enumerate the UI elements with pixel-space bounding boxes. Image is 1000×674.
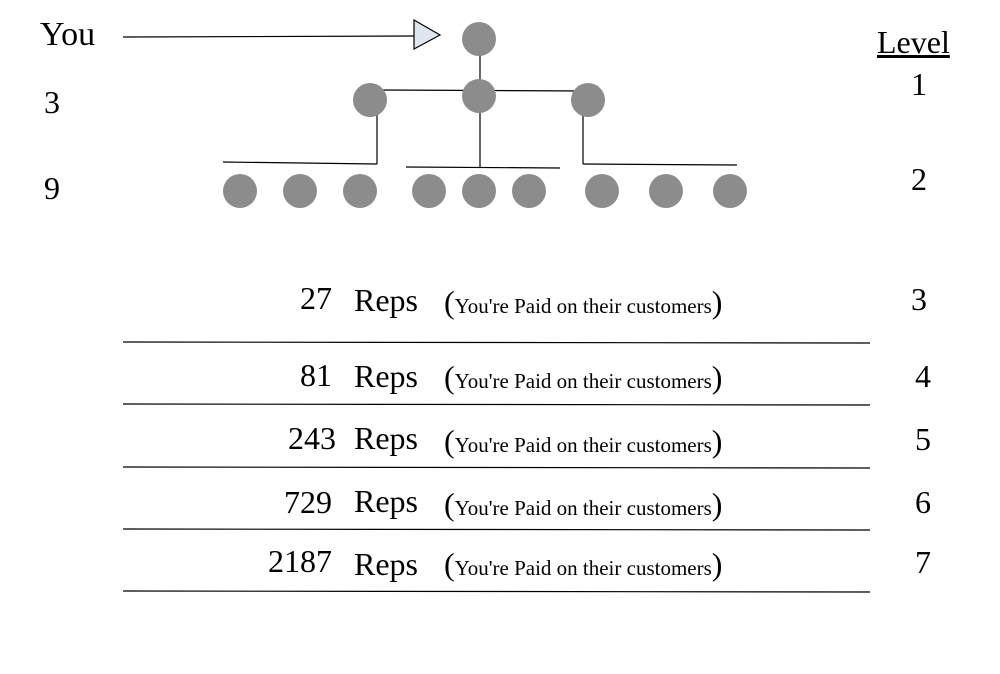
- node-level2: [585, 174, 619, 208]
- row-note: (You're Paid on their customers): [444, 486, 723, 522]
- node-level2: [649, 174, 683, 208]
- row-unit: Reps: [354, 546, 418, 582]
- row-separator: [122, 403, 871, 406]
- row-count: 729: [284, 484, 332, 520]
- node-you: [462, 22, 496, 56]
- row-note: (You're Paid on their customers): [444, 359, 723, 395]
- node-level2: [343, 174, 377, 208]
- node-level2: [223, 174, 257, 208]
- level-number-2: 2: [911, 161, 927, 197]
- row-note-text: You're Paid on their customers: [454, 294, 712, 318]
- you-arrow-head: [413, 18, 442, 51]
- row-note: (You're Paid on their customers): [444, 423, 723, 459]
- row-unit: Reps: [354, 358, 418, 394]
- level-number-1: 1: [911, 66, 927, 102]
- connector-left-bar: [222, 161, 378, 165]
- row-separator: [122, 466, 871, 469]
- left-count-level2: 9: [44, 170, 60, 206]
- row-level: 6: [915, 484, 931, 520]
- row-count: 81: [300, 357, 332, 393]
- left-count-level1: 3: [44, 84, 60, 120]
- row-level: 4: [915, 358, 931, 394]
- connector-mid-bar: [405, 166, 561, 169]
- node-level2: [713, 174, 747, 208]
- node-level1: [353, 83, 387, 117]
- row-level: 5: [915, 421, 931, 457]
- row-note-text: You're Paid on their customers: [454, 433, 712, 457]
- row-count: 2187: [268, 543, 332, 579]
- you-label: You: [40, 16, 96, 53]
- row-level: 3: [911, 281, 927, 317]
- node-level1: [462, 79, 496, 113]
- row-level: 7: [915, 544, 931, 580]
- connector-right-bar: [582, 163, 738, 166]
- row-unit: Reps: [354, 282, 418, 318]
- row-note-text: You're Paid on their customers: [454, 556, 712, 580]
- row-note-text: You're Paid on their customers: [454, 496, 712, 520]
- node-level1: [571, 83, 605, 117]
- nodes: [223, 22, 747, 208]
- row-unit: Reps: [354, 420, 418, 456]
- row-separator: [122, 341, 871, 344]
- row-separators: [122, 341, 871, 593]
- row-unit: Reps: [354, 483, 418, 519]
- node-level2: [412, 174, 446, 208]
- row-count: 243: [288, 420, 336, 456]
- row-note: (You're Paid on their customers): [444, 284, 723, 320]
- node-level2: [512, 174, 546, 208]
- row-separator: [122, 590, 871, 593]
- row-count: 27: [300, 280, 332, 316]
- level-heading: Level: [877, 24, 950, 60]
- row-note: (You're Paid on their customers): [444, 546, 723, 582]
- row-separator: [122, 528, 871, 531]
- row-note-text: You're Paid on their customers: [454, 369, 712, 393]
- node-level2: [283, 174, 317, 208]
- you-arrow-shaft: [122, 35, 415, 38]
- node-level2: [462, 174, 496, 208]
